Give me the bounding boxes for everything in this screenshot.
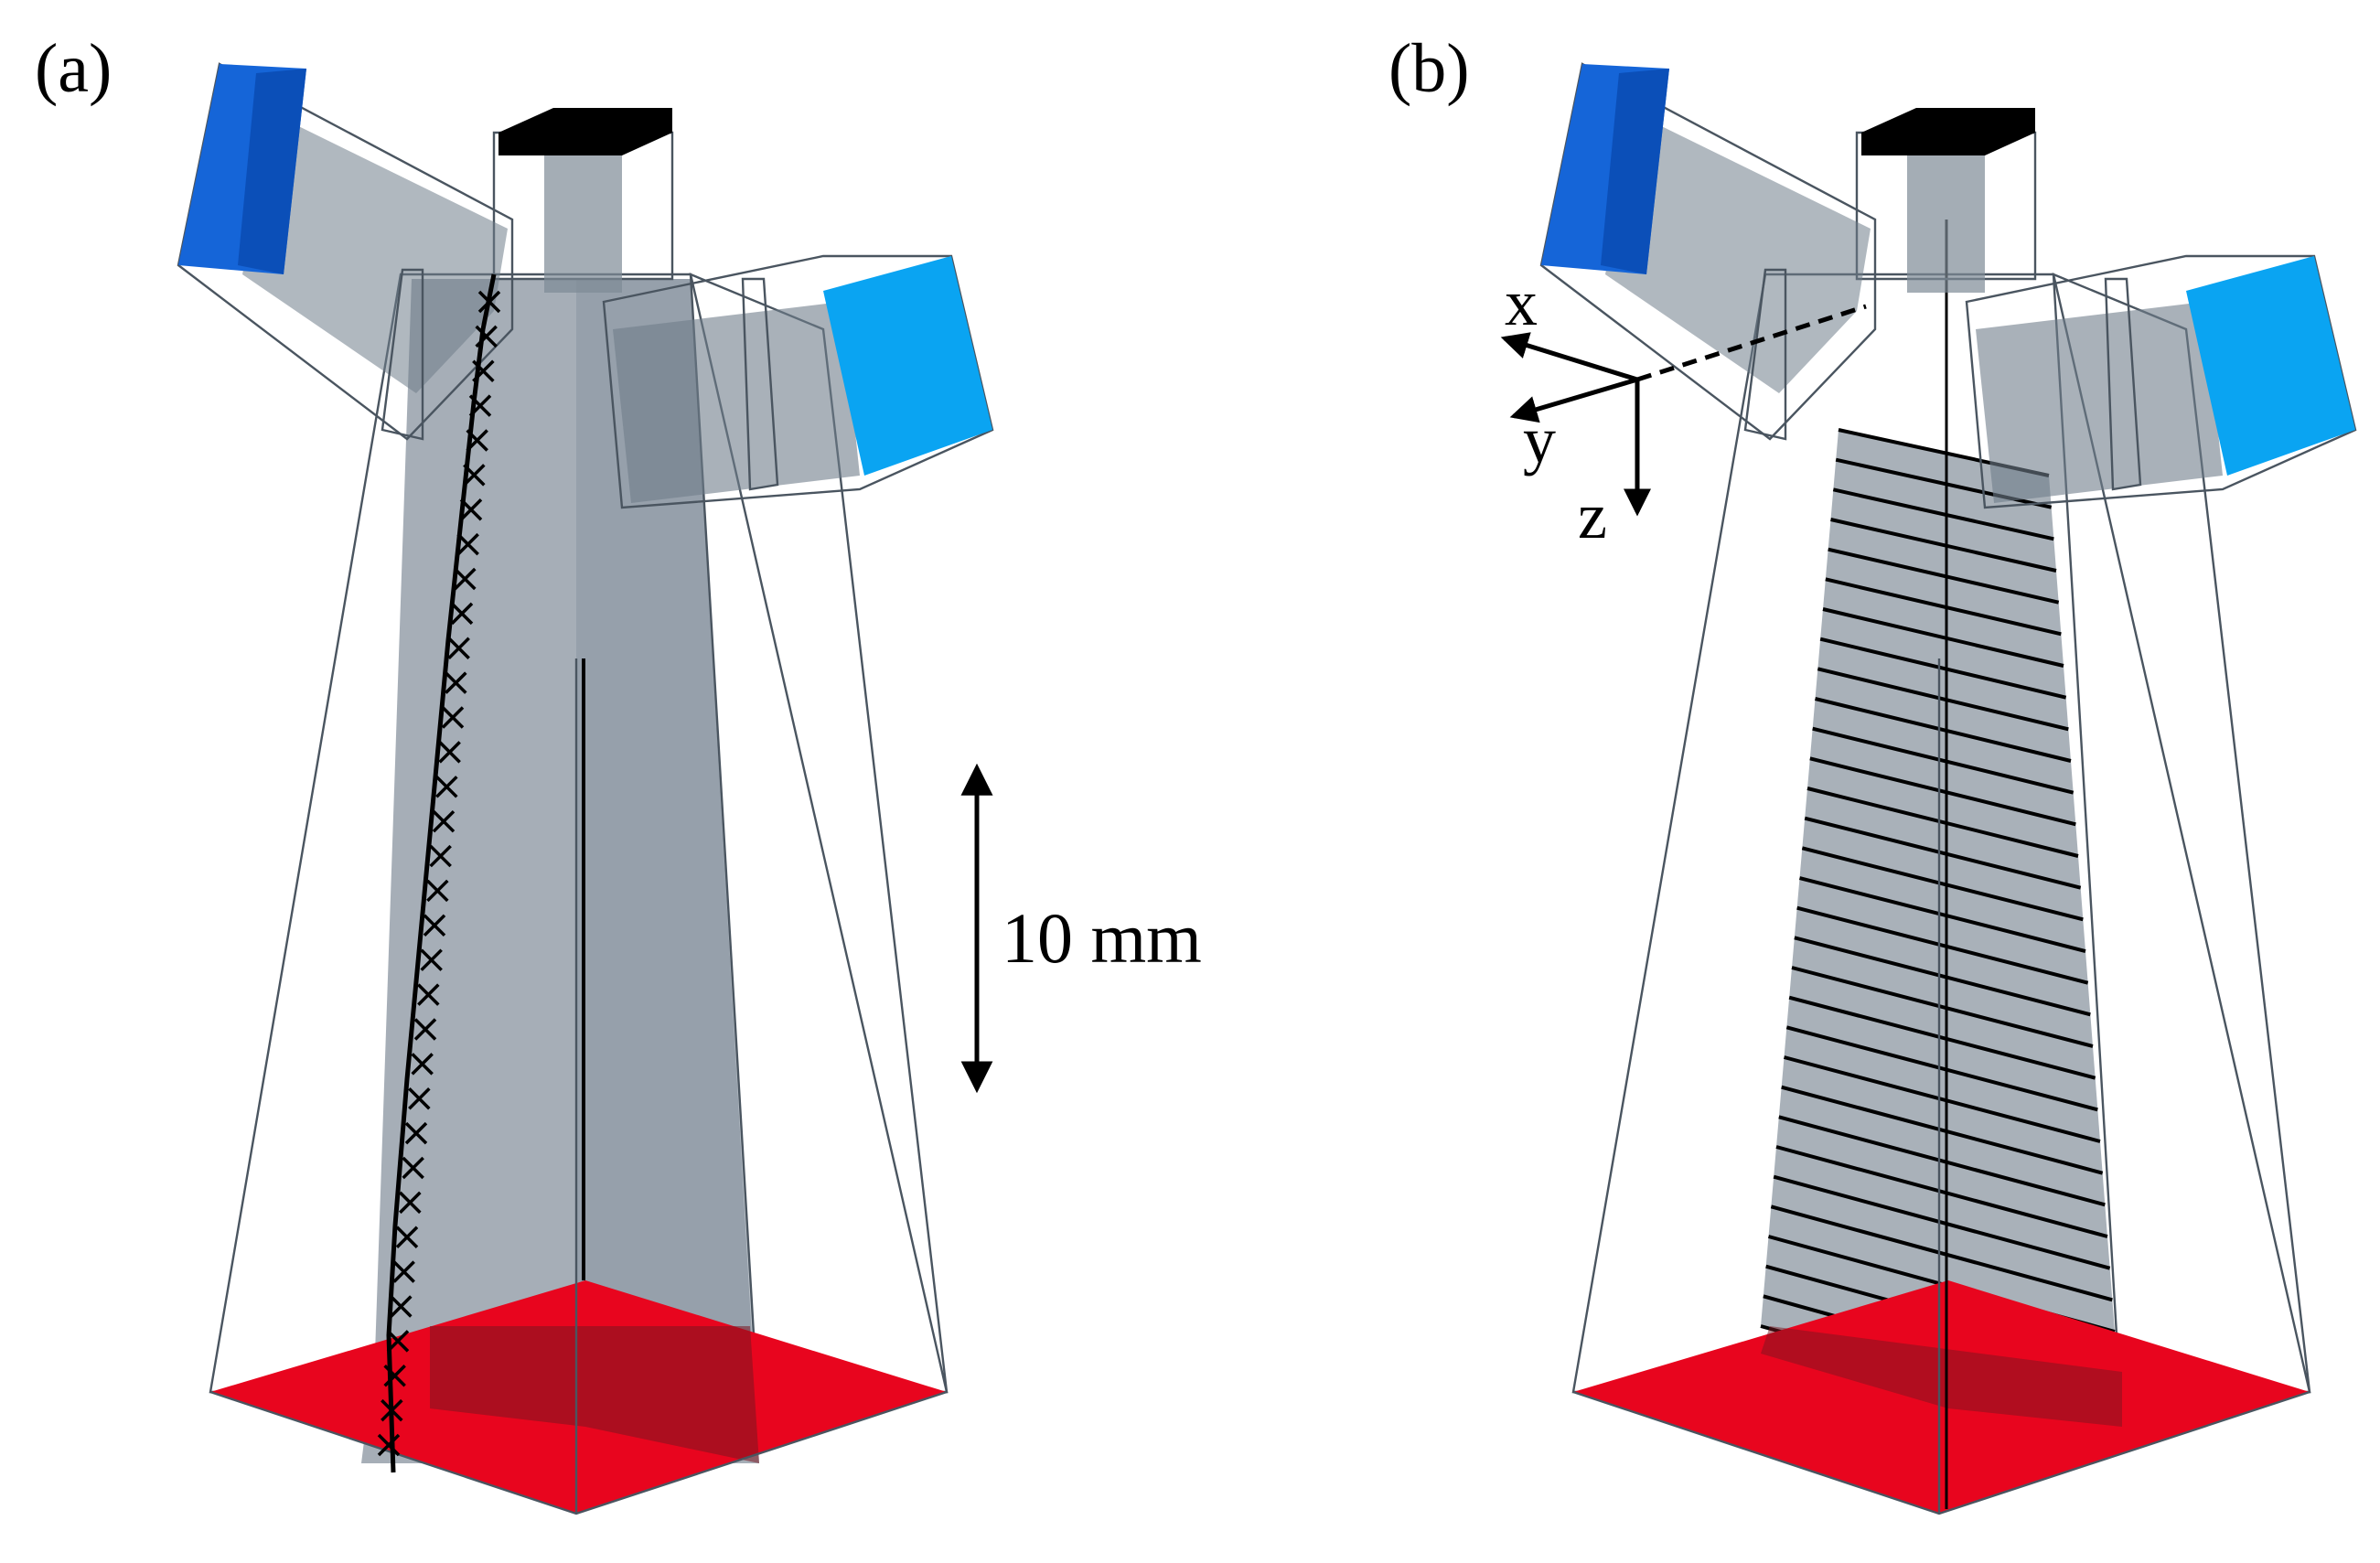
measurement-point-marker: [447, 637, 470, 660]
measurement-line: [1815, 697, 2072, 763]
measurement-point-marker: [404, 1121, 428, 1145]
outlet-channel-inner: [1907, 151, 1985, 293]
y-axis-label: y: [1523, 403, 1556, 476]
left-inlet-face-dark: [1601, 69, 1669, 274]
left-inlet-flange: [1743, 268, 1787, 441]
left-inlet-flange: [381, 268, 424, 441]
measurement-point-marker: [432, 809, 456, 833]
measurement-line: [1781, 1085, 2104, 1175]
y-axis-arrow: [1509, 377, 1638, 423]
bottom-plate-shade: [430, 1326, 759, 1463]
measurement-point-marker: [463, 464, 486, 487]
measurement-point-marker: [417, 983, 440, 1006]
measurement-point-marker: [408, 1087, 431, 1110]
measurement-line: [1819, 637, 2067, 700]
measurement-line: [1825, 577, 2062, 637]
measurement-point-marker: [411, 1053, 434, 1076]
measurement-point-marker: [399, 1191, 422, 1215]
measurement-line: [1812, 726, 2074, 795]
measurement-point-marker: [450, 602, 474, 626]
measurement-line: [1806, 787, 2079, 858]
measurement-point-marker: [472, 359, 495, 382]
measurement-line: [1788, 995, 2096, 1080]
measurement-point-marker: [435, 776, 458, 798]
left-inlet-inner: [242, 114, 508, 393]
channel-side-face: [576, 279, 759, 1463]
measurement-line: [1775, 1145, 2108, 1238]
measurement-line: [1791, 966, 2094, 1048]
measurement-point-marker: [477, 290, 501, 314]
measurement-line: [1770, 1204, 2113, 1302]
measurement-points: [377, 273, 501, 1473]
panel-b-label: (b): [1388, 30, 1470, 107]
right-inlet-inner: [613, 302, 860, 503]
right-inlet-flange: [2104, 277, 2142, 491]
x-axis-label: x: [1505, 266, 1538, 339]
measurement-point-marker: [475, 325, 498, 348]
measurement-line: [1785, 1025, 2098, 1112]
measurement-line: [1778, 1115, 2106, 1207]
measurement-line: [1828, 547, 2060, 605]
measurement-line: [1804, 816, 2082, 890]
measurement-point-marker: [402, 1156, 424, 1180]
x-axis-arrow: [1500, 332, 1638, 382]
measurement-plane: [1761, 430, 2122, 1427]
measurement-point-marker: [392, 1260, 415, 1283]
measurement-line: [1794, 936, 2091, 1017]
scale-bar-label: 10 mm: [1002, 898, 1202, 978]
outlet-top: [499, 108, 672, 155]
measurement-line: [1801, 846, 2084, 922]
measurement-line: [1773, 1174, 2111, 1270]
measurement-line: [1817, 667, 2069, 732]
measurement-point-marker: [395, 1226, 419, 1248]
measurement-point-marker: [429, 844, 452, 868]
measurement-point-marker: [381, 1398, 403, 1422]
measurement-point-marker: [377, 1433, 401, 1457]
right-inlet-inner: [1976, 302, 2223, 503]
measurement-line: [1809, 756, 2076, 827]
measurement-point-marker: [420, 948, 443, 971]
measurement-point-marker: [426, 879, 449, 903]
bottom-plate-shade: [1761, 1326, 2122, 1427]
coordinate-axes: x y z: [1500, 266, 1867, 552]
measurement-point-marker: [423, 914, 446, 937]
measurement-line: [1796, 905, 2089, 985]
panel-a: (a): [35, 30, 1202, 1515]
measurement-line: [1830, 518, 2057, 573]
measurement-point-marker: [456, 532, 479, 556]
measurement-line: [1799, 876, 2086, 953]
panel-b: (b): [1388, 30, 2357, 1515]
measurement-line: [1783, 1055, 2101, 1143]
outlet-top: [1861, 108, 2035, 155]
measurement-point-marker: [386, 1330, 410, 1353]
left-inlet-inner: [1605, 114, 1871, 393]
measurement-point-marker: [383, 1365, 406, 1387]
flow-device-b: [1539, 62, 2357, 1515]
right-inlet-flange: [741, 277, 779, 491]
flow-device-a: [177, 62, 994, 1515]
panel-a-label: (a): [35, 30, 112, 107]
measurement-point-marker: [441, 706, 465, 729]
measurement-point-marker: [413, 1018, 437, 1041]
scale-bar: 10 mm: [960, 763, 1202, 1094]
left-inlet-face-dark: [238, 69, 306, 274]
measurement-line: [1822, 607, 2064, 668]
measurement-point-marker: [445, 671, 467, 694]
axis-reference-dashed: [1636, 304, 1867, 382]
right-inlet-face: [823, 256, 992, 476]
right-inlet-face: [2186, 256, 2355, 476]
measurement-point-marker: [468, 394, 492, 417]
measurement-point-marker: [390, 1295, 413, 1318]
measurement-point-marker: [438, 741, 461, 764]
measurement-point-marker: [454, 567, 477, 591]
measurement-point-marker: [466, 429, 488, 452]
measurement-point-marker: [459, 498, 483, 521]
measurement-line: [1832, 487, 2054, 541]
z-axis-label: z: [1578, 479, 1607, 552]
outlet-channel-inner: [544, 151, 622, 293]
